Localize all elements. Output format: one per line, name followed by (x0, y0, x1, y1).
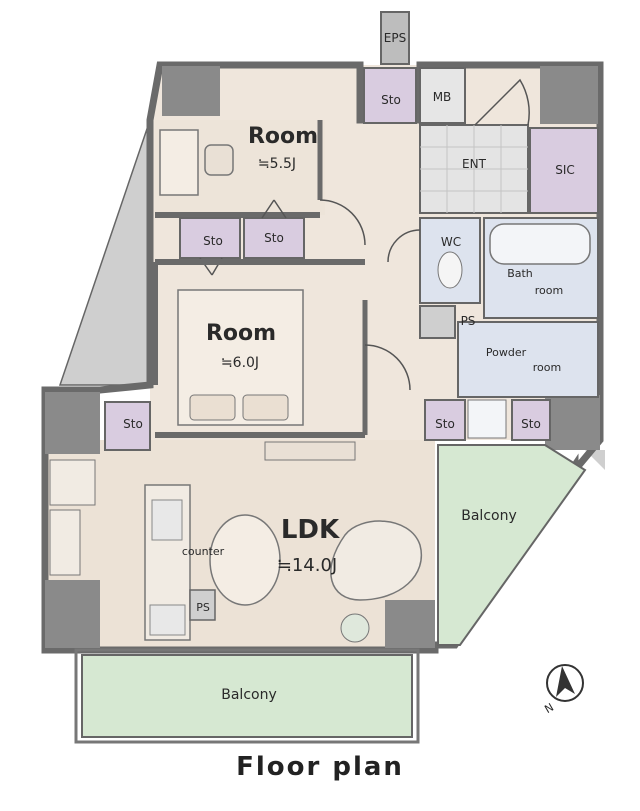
sofa (330, 520, 423, 601)
room-door (364, 344, 411, 391)
powder-room (457, 321, 599, 398)
entrance-tiles (420, 125, 528, 213)
shelf (264, 441, 356, 461)
washer (467, 399, 507, 439)
label-compass: N (542, 701, 556, 716)
balcony-right-area (437, 444, 587, 646)
label-ps-lower: PS (196, 601, 210, 614)
label-ldk-size: ≒14.0J (277, 555, 338, 576)
label-storage-a: Sto (203, 234, 223, 248)
label-balcony-right: Balcony (461, 508, 517, 524)
label-ps-upper: PS (461, 314, 476, 328)
label-room-2-size: ≒6.0J (221, 355, 259, 371)
pillar (385, 600, 435, 648)
pillow (242, 394, 289, 421)
compass-icon (546, 664, 584, 702)
label-storage-left: Sto (123, 417, 143, 431)
dining-table (209, 514, 281, 606)
label-storage-top: Sto (381, 93, 401, 107)
eps-chase (380, 11, 410, 65)
label-storage-b: Sto (264, 231, 284, 245)
chair (204, 144, 234, 176)
storage-left (104, 401, 151, 451)
shoes-in-closet (529, 127, 599, 214)
storage-mid (424, 399, 466, 441)
storage-top (363, 67, 417, 124)
pipe-space-lower (189, 589, 216, 621)
side-cabinet (49, 509, 81, 576)
label-wc: WC (441, 235, 461, 249)
storage-right (511, 399, 551, 441)
balcony-bottom-area (81, 654, 413, 738)
desk (159, 129, 199, 196)
label-sic: SIC (555, 163, 575, 177)
meter-box (419, 67, 466, 124)
plant (340, 613, 370, 643)
label-mb: MB (433, 90, 452, 104)
stove (149, 604, 186, 636)
pillar (45, 392, 100, 454)
closet-door (261, 199, 287, 219)
storage-a (179, 217, 241, 259)
bathtub (489, 223, 591, 265)
balcony-bottom-frame (74, 648, 420, 744)
label-storage-mid: Sto (435, 417, 455, 431)
label-bath-line1: Bath (507, 267, 533, 280)
room-door (319, 199, 366, 246)
sink (151, 499, 183, 541)
plan-caption: Floor plan (236, 752, 404, 782)
label-powder-line2: room (533, 361, 561, 374)
label-entrance: ENT (462, 157, 487, 171)
label-room-1-size: ≒5.5J (258, 156, 296, 172)
label-bath-line2: room (535, 284, 563, 297)
side-cabinet (49, 459, 96, 506)
entry-door (474, 78, 530, 126)
label-storage-right: Sto (521, 417, 541, 431)
pillow (189, 394, 236, 421)
label-balcony-bottom: Balcony (221, 687, 277, 703)
label-eps: EPS (384, 31, 406, 45)
wc-door (387, 229, 421, 263)
pillar (45, 580, 100, 648)
exterior-area (58, 119, 151, 386)
label-powder-line1: Powder (486, 346, 527, 359)
pipe-space-upper (419, 305, 456, 339)
storage-b (243, 217, 305, 259)
label-room-1: Room (248, 124, 318, 149)
toilet (437, 251, 463, 289)
label-ldk: LDK (281, 515, 340, 545)
label-room-2: Room (206, 321, 276, 346)
pillar (540, 66, 598, 124)
label-counter: counter (182, 545, 225, 558)
pillar (545, 395, 600, 450)
pillar (162, 66, 220, 116)
